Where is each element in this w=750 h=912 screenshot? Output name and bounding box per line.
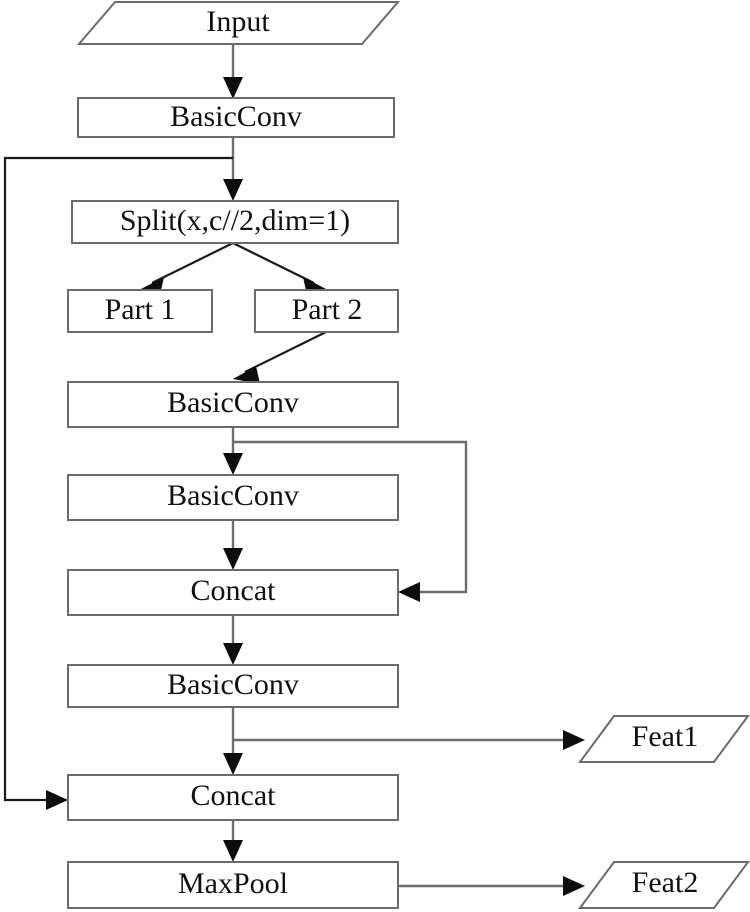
arrow-head-bypass-to-concat1 — [398, 582, 420, 602]
node-maxpool[interactable]: MaxPool — [67, 861, 399, 909]
basicconv-4-label: BasicConv — [167, 668, 299, 701]
input-shape — [76, 1, 401, 45]
concat-1-label: Concat — [191, 574, 277, 607]
part-2-label: Part 2 — [292, 293, 363, 326]
node-concat-1[interactable]: Concat — [67, 569, 399, 616]
split-shape — [71, 200, 399, 244]
arrow-head-bypass-to-concat2 — [46, 790, 68, 810]
node-split[interactable]: Split(x,c//2,dim=1) — [71, 200, 399, 244]
basicconv-1-label: BasicConv — [170, 100, 302, 133]
arrow-head-concat1-to-basicconv4 — [223, 643, 243, 665]
part-1-label: Part 1 — [105, 293, 176, 326]
feat1-shape — [578, 715, 750, 763]
basicconv-3-shape — [67, 474, 399, 521]
arrow-head-basicconv4-to-concat2 — [223, 753, 243, 775]
part-1-shape — [67, 289, 213, 333]
node-feat2[interactable]: Feat2 — [578, 861, 750, 909]
node-basicconv-4[interactable]: BasicConv — [67, 664, 399, 708]
split-label: Split(x,c//2,dim=1) — [120, 204, 350, 237]
edge-split-to-part1 — [151, 242, 234, 284]
concat-2-label: Concat — [191, 779, 277, 812]
basicconv-2-shape — [67, 381, 399, 428]
edge-split-to-part2 — [232, 242, 315, 284]
part-2-shape — [254, 289, 399, 333]
concat-2-shape — [67, 774, 399, 821]
feat2-shape — [578, 861, 750, 909]
arrow-head-basicconv2-to-basicconv3 — [223, 453, 243, 475]
arrow-head-concat2-to-maxpool — [223, 840, 243, 862]
node-feat1[interactable]: Feat1 — [578, 715, 750, 763]
edge-basicconv2-to-concat1-bypass — [233, 440, 468, 594]
edge-part2-to-basicconv2 — [244, 331, 327, 373]
arrow-head-input-to-basicconv1 — [223, 77, 243, 99]
edge-basicconv1-to-concat2-bypass — [3, 156, 233, 802]
basicconv-1-shape — [77, 97, 395, 138]
edge-layer — [3, 44, 585, 896]
node-layer: Input BasicConv Split(x,c//2,dim=1) Part… — [67, 1, 750, 909]
maxpool-shape — [67, 861, 399, 909]
basicconv-2-label: BasicConv — [167, 386, 299, 419]
feat2-label: Feat2 — [632, 866, 699, 899]
arrow-head-to-feat1 — [563, 730, 585, 750]
arrow-head-to-feat2 — [563, 876, 585, 896]
maxpool-label: MaxPool — [178, 867, 288, 900]
node-basicconv-2[interactable]: BasicConv — [67, 381, 399, 428]
arrow-head-basicconv1-to-split — [223, 179, 243, 201]
node-input[interactable]: Input — [76, 1, 401, 45]
basicconv-4-shape — [67, 664, 399, 708]
node-concat-2[interactable]: Concat — [67, 774, 399, 821]
arrow-head-part2-to-basicconv2 — [233, 366, 260, 384]
input-label: Input — [206, 5, 270, 38]
basicconv-3-label: BasicConv — [167, 479, 299, 512]
node-basicconv-3[interactable]: BasicConv — [67, 474, 399, 521]
node-basicconv-1[interactable]: BasicConv — [77, 97, 395, 138]
node-part-2[interactable]: Part 2 — [254, 289, 399, 333]
arrow-head-basicconv3-to-concat1 — [223, 548, 243, 570]
feat1-label: Feat1 — [632, 720, 699, 753]
concat-1-shape — [67, 569, 399, 616]
node-part-1[interactable]: Part 1 — [67, 289, 213, 333]
